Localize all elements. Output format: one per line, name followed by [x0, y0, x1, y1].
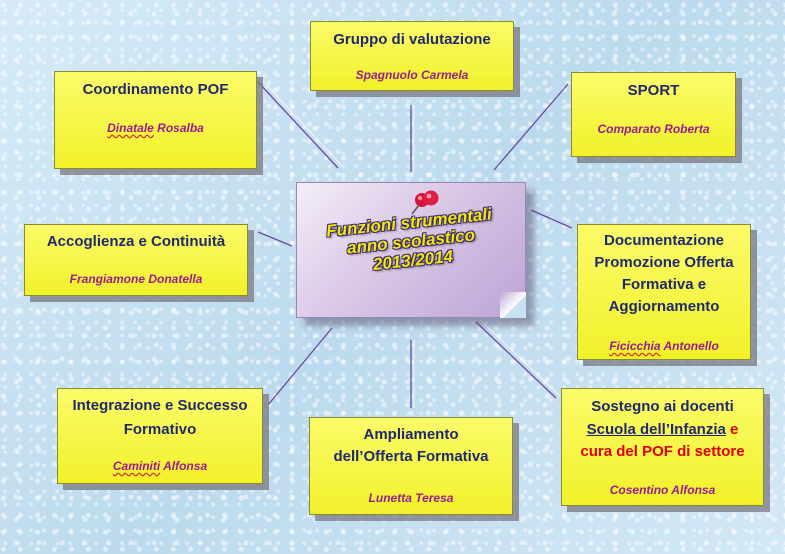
- person-first: Dinatale: [107, 121, 154, 135]
- box-sport: SPORT Comparato Roberta: [571, 72, 736, 157]
- box-ampliamento-offerta: Ampliamento dell’Offerta Formativa Lunet…: [309, 417, 513, 515]
- box-title-line2: dell’Offerta Formativa: [333, 448, 489, 465]
- page-curl: [500, 292, 526, 318]
- box-sostegno-docenti: Sostegno ai docenti Scuola dell’Infanzia…: [561, 388, 764, 506]
- box-person: Frangiamone Donatella: [69, 272, 203, 286]
- connector-coordinamento: [257, 81, 339, 169]
- box-title: Coordinamento POF: [82, 81, 229, 98]
- person-last: Antonello: [660, 339, 719, 353]
- box-person: Comparato Roberta: [597, 122, 710, 136]
- box-person: Lunetta Teresa: [368, 491, 454, 505]
- box-person: Spagnuolo Carmela: [355, 68, 469, 82]
- connector-documentazione: [530, 209, 573, 229]
- person-first: Caminiti: [112, 459, 161, 473]
- box-title-line2: Scuola dell’Infanzia e: [562, 419, 763, 441]
- connector-sostegno: [475, 321, 557, 399]
- connector-sport: [493, 83, 569, 171]
- box-person: Caminiti Alfonsa: [58, 459, 262, 473]
- title-school: Scuola dell’Infanzia: [586, 421, 726, 438]
- box-documentazione: Documentazione Promozione Offerta Format…: [577, 224, 751, 360]
- box-title: Accoglienza e Continuità: [46, 233, 226, 250]
- box-person: Cosentino Alfonsa: [609, 483, 716, 497]
- connector-integrazione: [267, 327, 333, 406]
- box-title-line2: Formativo: [123, 421, 197, 438]
- box-title: SPORT: [627, 82, 680, 99]
- connector-accoglienza: [257, 231, 293, 247]
- box-person: Ficicchia Antonello: [578, 339, 750, 353]
- box-person: Dinatale Rosalba: [55, 121, 256, 135]
- center-note: Funzioni strumentali anno scolastico 201…: [296, 182, 526, 318]
- box-title-line1: Sostegno ai docenti: [591, 398, 734, 415]
- box-title-line2: Promozione Offerta: [594, 254, 734, 271]
- box-accoglienza-continuita: Accoglienza e Continuità Frangiamone Don…: [24, 224, 248, 296]
- person-last: Rosalba: [153, 121, 204, 135]
- box-coordinamento-pof: Coordinamento POF Dinatale Rosalba: [54, 71, 257, 169]
- box-title-line1: Integrazione e Successo: [72, 397, 248, 414]
- box-integrazione-successo: Integrazione e Successo Formativo Camini…: [57, 388, 263, 484]
- box-title-line3: cura del POF di settore: [580, 443, 745, 460]
- title-conjunction: e: [725, 421, 739, 438]
- box-title-line3: Formativa e: [621, 276, 707, 293]
- push-pin-icon: [411, 190, 439, 215]
- person-first: Ficicchia: [609, 339, 661, 353]
- box-title-line1: Ampliamento: [363, 426, 459, 443]
- center-title: Funzioni strumentali anno scolastico 201…: [295, 201, 528, 282]
- person-last: Alfonsa: [160, 459, 208, 473]
- box-title-line1: Documentazione: [603, 232, 724, 249]
- box-title-line4: Aggiornamento: [608, 298, 720, 315]
- box-gruppo-valutazione: Gruppo di valutazione Spagnuolo Carmela: [310, 21, 514, 91]
- box-title: Gruppo di valutazione: [333, 31, 491, 48]
